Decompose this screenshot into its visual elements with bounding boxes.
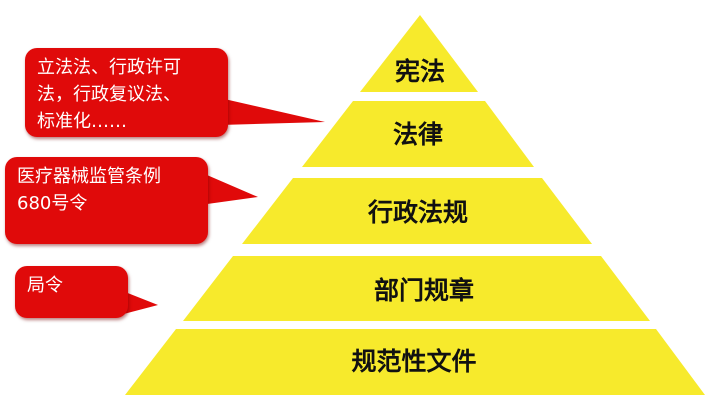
pyramid-level-5 (125, 329, 705, 395)
callout-box-2: 医疗器械监管条例 680号令 (5, 157, 208, 244)
level-label-2: 法律 (393, 120, 443, 149)
pyramid-level-4 (183, 256, 650, 321)
level-label-1: 宪法 (395, 57, 445, 86)
pyramid-level-3 (242, 178, 592, 244)
callout-pointer-2 (200, 172, 258, 205)
callout-box-1: 立法法、行政许可 法，行政复议法、 标准化…… (25, 48, 228, 137)
callout-box-3: 局令 (15, 266, 128, 318)
pyramid-level-1 (360, 15, 478, 92)
level-label-5: 规范性文件 (351, 347, 476, 376)
level-label-3: 行政法规 (367, 198, 468, 227)
callout-pointer-1 (220, 98, 325, 125)
callout-pointer-3 (120, 290, 158, 315)
level-label-4: 部门规章 (374, 276, 474, 305)
pyramid-level-2 (302, 101, 534, 167)
